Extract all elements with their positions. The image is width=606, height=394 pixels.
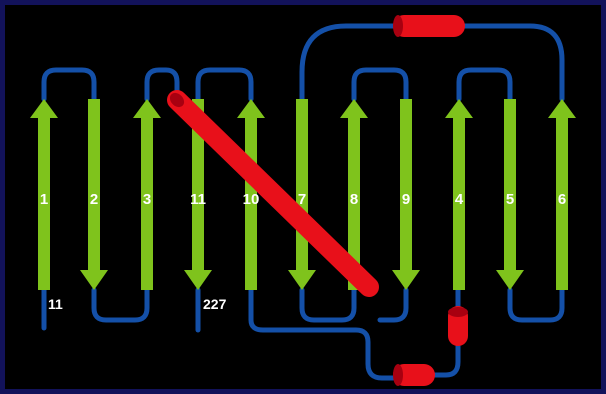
loop-connector: [144, 67, 180, 103]
loop-connector: [351, 67, 409, 102]
helix-top: [393, 15, 465, 37]
strand-label: 9: [402, 191, 410, 208]
strand-label: 11: [190, 191, 206, 208]
strand-label: 3: [143, 191, 151, 208]
loop-connector: [462, 23, 565, 102]
loop-connector: [377, 287, 409, 323]
beta-strand-7: [288, 99, 316, 290]
beta-strand-10: [237, 99, 265, 290]
loop-connector: [299, 23, 396, 102]
loop-connector: [507, 287, 565, 323]
loop-connector: [91, 287, 150, 323]
strand-label: 10: [243, 191, 260, 208]
beta-strand-6: [548, 99, 576, 290]
strand-label: 8: [350, 191, 358, 208]
beta-strand-3: [133, 99, 161, 290]
strand-label: 6: [558, 191, 566, 208]
beta-strand-8: [340, 99, 368, 290]
strand-label: 2: [90, 191, 98, 208]
strand-label: 1: [40, 191, 48, 208]
loops-layer: [41, 23, 565, 381]
beta-strand-5: [496, 99, 524, 290]
beta-strand-2: [80, 99, 108, 290]
n-terminus-label: 11: [48, 296, 63, 312]
termini-labels: 11 227: [48, 296, 227, 312]
strand-label: 5: [506, 191, 514, 208]
helices-layer: [167, 15, 468, 386]
beta-strand-11: [184, 99, 212, 290]
loop-connector: [432, 343, 461, 378]
c-terminus-label: 227: [203, 296, 227, 312]
beta-strand-1: [30, 99, 58, 290]
beta-strand-9: [392, 99, 420, 290]
helix-bottom: [393, 364, 435, 386]
loop-connector: [456, 67, 513, 102]
helix-diagonal: [167, 90, 379, 297]
loop-connector: [41, 67, 97, 102]
helix-small-vertical: [448, 306, 468, 346]
loop-connector: [248, 287, 396, 381]
strand-labels: 1 2 3 11 10 7 8 9 4 5 6: [40, 191, 566, 208]
strands-layer: [30, 99, 576, 290]
strand-label: 7: [298, 191, 306, 208]
beta-strand-4: [445, 99, 473, 290]
strand-label: 4: [455, 191, 464, 208]
loop-connector: [195, 67, 254, 102]
loop-connector: [299, 287, 357, 323]
